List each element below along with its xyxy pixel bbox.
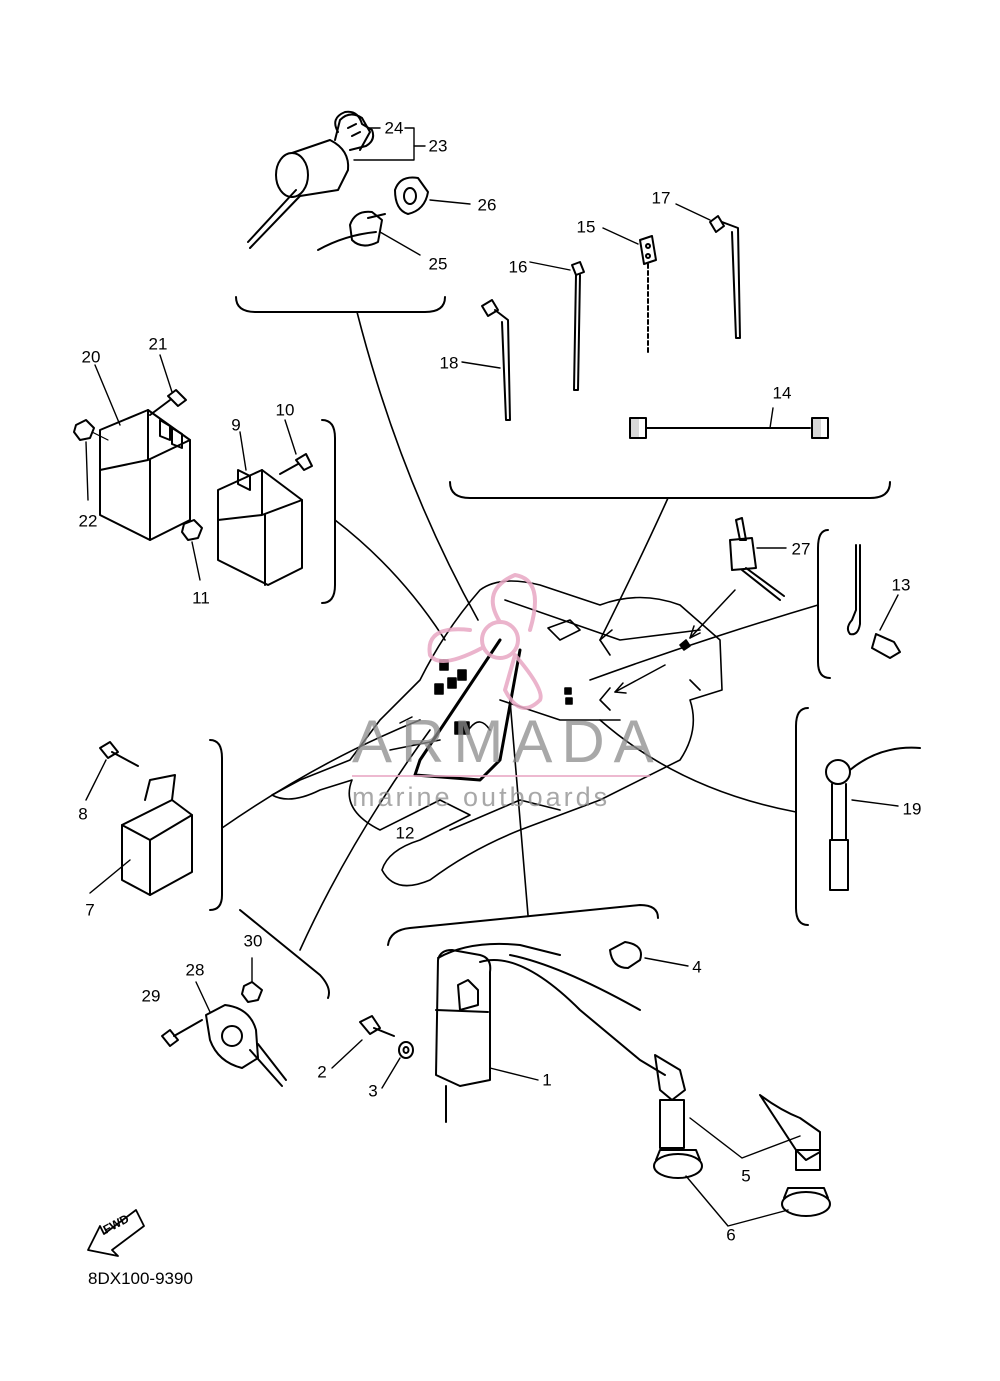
tie-17 bbox=[675, 203, 741, 339]
label-part-14: 14 bbox=[772, 383, 792, 403]
label-part-27: 27 bbox=[791, 539, 811, 559]
label-part-15: 15 bbox=[576, 217, 596, 237]
label-part-30: 30 bbox=[243, 931, 263, 951]
label-part-6: 6 bbox=[726, 1225, 736, 1245]
label-part-17: 17 bbox=[651, 188, 671, 208]
pointer-arrows bbox=[399, 589, 736, 724]
label-part-29: 29 bbox=[141, 986, 161, 1006]
nut-11 bbox=[181, 519, 203, 581]
label-part-3: 3 bbox=[368, 1081, 378, 1101]
pulser-28 bbox=[195, 981, 287, 1087]
label-part-22: 22 bbox=[78, 511, 98, 531]
bolt-8 bbox=[85, 741, 139, 801]
key-24 bbox=[334, 110, 375, 151]
main-switch-23 bbox=[247, 113, 371, 249]
plug-caps-5 bbox=[654, 1054, 821, 1171]
label-part-1: 1 bbox=[542, 1070, 552, 1090]
label-part-21: 21 bbox=[148, 334, 168, 354]
watermark-tagline: marine outboards bbox=[352, 782, 611, 812]
tie-18 bbox=[461, 299, 511, 421]
label-part-19: 19 bbox=[902, 799, 922, 819]
washer-3 bbox=[381, 1041, 414, 1089]
switch-27 bbox=[729, 517, 787, 601]
watermark-propeller-icon bbox=[427, 573, 543, 710]
watermark-divider bbox=[352, 775, 650, 777]
label-part-25: 25 bbox=[428, 254, 448, 274]
label-part-13: 13 bbox=[891, 575, 911, 595]
group-brackets bbox=[209, 296, 891, 999]
bolt-21 bbox=[149, 354, 187, 416]
diagram-code: 8DX100-9390 bbox=[88, 1269, 193, 1288]
label-part-11: 11 bbox=[192, 588, 210, 608]
label-part-28: 28 bbox=[185, 960, 205, 980]
watermark-brand: ARMADA bbox=[352, 708, 663, 775]
label-part-8: 8 bbox=[78, 804, 88, 824]
nut-26 bbox=[394, 176, 471, 215]
label-part-5: 5 bbox=[741, 1166, 751, 1186]
label-part-20: 20 bbox=[81, 347, 101, 367]
label-part-26: 26 bbox=[477, 195, 497, 215]
bolt-29 bbox=[161, 1019, 203, 1047]
label-part-12: 12 bbox=[395, 823, 415, 843]
label-part-24: 24 bbox=[384, 118, 404, 138]
harness-14 bbox=[629, 407, 829, 439]
connector-lines bbox=[221, 311, 819, 951]
cdi-unit-20 bbox=[94, 364, 191, 541]
label-part-18: 18 bbox=[439, 353, 459, 373]
nut-30 bbox=[241, 957, 263, 1003]
label-part-23: 23 bbox=[428, 136, 448, 156]
tie-16 bbox=[529, 261, 585, 391]
lead-23-24 bbox=[353, 127, 426, 161]
ignition-coil-1 bbox=[435, 942, 666, 1123]
clamp-4 bbox=[609, 941, 689, 969]
boots-6 bbox=[653, 1149, 831, 1227]
label-part-9: 9 bbox=[231, 415, 241, 435]
label-part-4: 4 bbox=[692, 957, 702, 977]
label-part-10: 10 bbox=[275, 400, 295, 420]
fwd-arrow-icon bbox=[87, 1209, 145, 1257]
clamp-15 bbox=[602, 227, 657, 355]
rectifier-9 bbox=[217, 431, 303, 586]
label-part-16: 16 bbox=[508, 257, 528, 277]
label-part-2: 2 bbox=[317, 1062, 327, 1082]
sensor-19 bbox=[825, 746, 921, 891]
unit-7 bbox=[89, 774, 193, 896]
ground-lead-13 bbox=[846, 544, 901, 659]
bolt-10 bbox=[279, 419, 313, 475]
bolt-2 bbox=[331, 1015, 395, 1069]
cap-25 bbox=[317, 210, 421, 256]
label-part-7: 7 bbox=[85, 900, 95, 920]
nut-22 bbox=[73, 419, 109, 501]
